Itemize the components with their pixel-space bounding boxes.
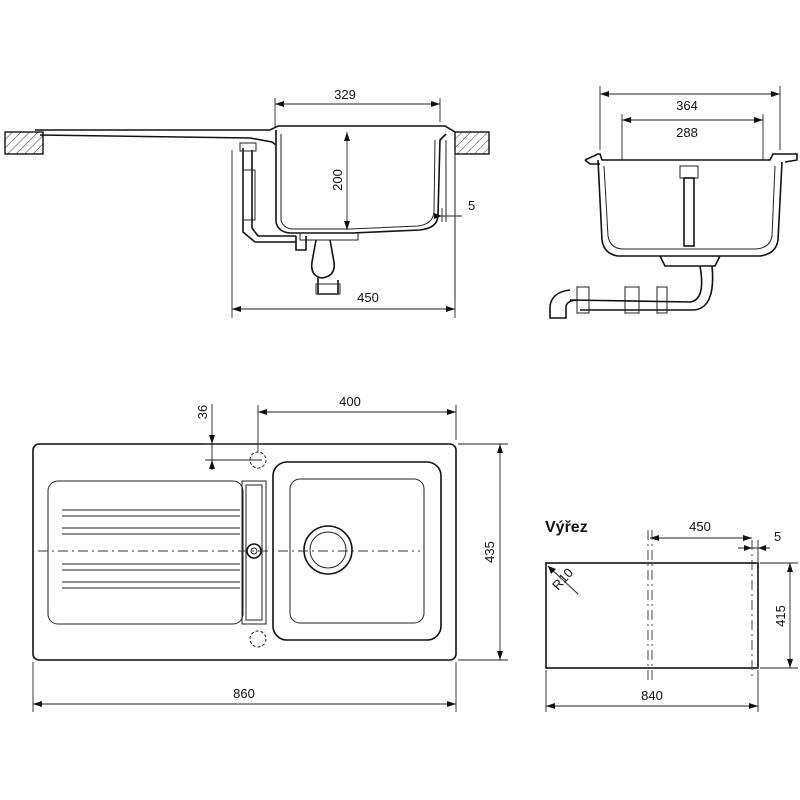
cutout-title: Výřez — [545, 519, 588, 536]
dim-415-label: 415 — [773, 605, 788, 627]
dim-329-label: 329 — [334, 87, 356, 102]
dim-288-label: 288 — [676, 125, 698, 140]
dim-200-label: 200 — [330, 169, 345, 191]
end-section-view: 364 288 — [549, 86, 798, 319]
cutout-view: Výřez R10 450 5 415 840 — [545, 519, 798, 712]
dim-5-side-label: 5 — [468, 198, 475, 213]
dim-435-label: 435 — [482, 541, 497, 563]
dim-450-side-label: 450 — [357, 290, 379, 305]
dim-860-label: 860 — [233, 686, 255, 701]
countertop-left — [4, 131, 44, 155]
dim-450-cutout-label: 450 — [689, 519, 711, 534]
dim-400-label: 400 — [339, 394, 361, 409]
dim-36-label: 36 — [195, 405, 210, 419]
dim-5-cutout-label: 5 — [774, 529, 781, 544]
countertop-right — [454, 131, 490, 155]
dim-364-label: 364 — [676, 98, 698, 113]
plan-view: 36 400 435 860 — [32, 394, 508, 712]
side-section-view: 329 200 5 450 — [4, 87, 490, 318]
dim-840-label: 840 — [641, 688, 663, 703]
